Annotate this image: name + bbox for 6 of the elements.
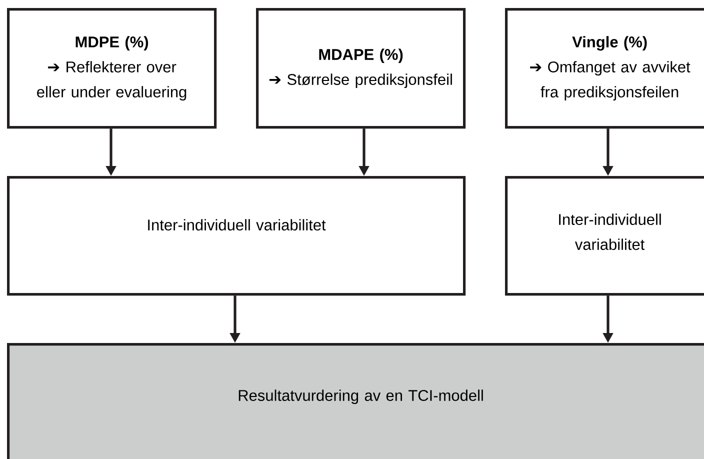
result-box: Resultatvurdering av en TCI-modell [7, 343, 704, 459]
process-box: Vingle (%) ➔ Omfanget av avviket fra prediksjonsfeilen [505, 8, 704, 129]
process-box: Inter-individuell variabilitet [7, 176, 466, 296]
process-box: MDPE (%) ➔ Reflekterer over eller under evaluering [7, 8, 217, 129]
process-box: Inter-individuell variabilitet [505, 176, 704, 296]
process-box: MDAPE (%) ➔ Størrelse prediksjonsfeil [256, 8, 466, 129]
